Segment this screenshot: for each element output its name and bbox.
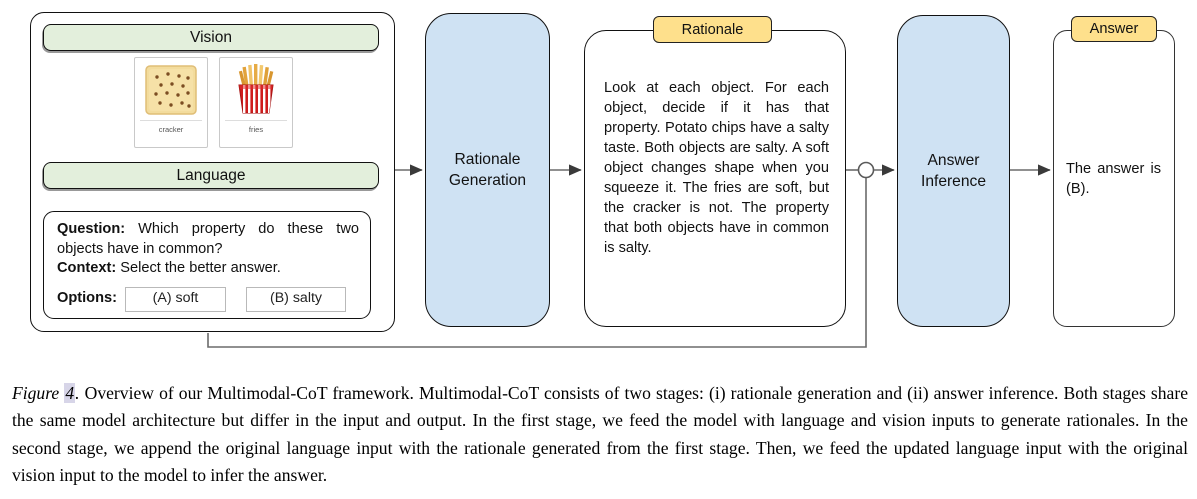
cracker-label: cracker — [158, 125, 184, 134]
vision-header-label: Vision — [190, 28, 232, 46]
rationale-text: Look at each object. For each object, de… — [604, 80, 829, 256]
question-box: Question: Which property do these two ob… — [43, 211, 371, 319]
context-line: Context: Select the better answer. — [57, 259, 359, 279]
caption-body: Overview of our Multimodal-CoT framework… — [12, 383, 1189, 486]
card-separator — [225, 120, 287, 121]
rationale-tab: Rationale — [653, 16, 772, 43]
input-panel: Vision cracker — [30, 12, 395, 332]
cracker-card: cracker — [134, 57, 208, 148]
question-prefix: Question: — [57, 221, 126, 237]
figure-caption: Figure 4. Overview of our Multimodal-CoT… — [12, 380, 1188, 490]
connector-overlay — [207, 161, 1051, 348]
rationale-generation-box: Rationale Generation — [425, 13, 550, 327]
loop-language-to-junction — [207, 178, 867, 348]
answer-tab-label: Answer — [1089, 21, 1139, 37]
fries-label: fries — [248, 125, 264, 134]
vision-header: Vision — [43, 24, 379, 51]
language-header: Language — [43, 162, 379, 189]
answer-text: The answer is (B). — [1066, 161, 1161, 197]
context-prefix: Context: — [57, 260, 117, 276]
answer-output-box: The answer is (B). — [1053, 30, 1175, 327]
fries-image — [238, 64, 274, 114]
answer-inference-label: Answer Inference — [920, 152, 987, 190]
options-row: Options: (A) soft (B) salty — [57, 286, 359, 312]
fries-card: fries — [219, 57, 293, 148]
option-b: (B) salty — [246, 286, 346, 312]
card-separator — [140, 120, 202, 121]
answer-tab: Answer — [1071, 16, 1157, 42]
answer-inference-box: Answer Inference — [897, 15, 1010, 327]
rationale-tab-label: Rationale — [681, 21, 744, 38]
question-text: Which property do these two objects have… — [57, 221, 359, 257]
rationale-output-box: Look at each object. For each object, de… — [584, 30, 846, 327]
junction-circle — [857, 161, 875, 179]
figure-number-link[interactable]: 4 — [64, 383, 76, 403]
question-line: Question: Which property do these two ob… — [57, 220, 359, 259]
rationale-generation-label: Rationale Generation — [448, 151, 527, 189]
options-prefix: Options: — [57, 290, 117, 307]
cracker-image — [145, 65, 197, 115]
option-a: (A) soft — [125, 286, 226, 312]
context-text: Select the better answer. — [116, 260, 281, 276]
figure-label: Figure 4. — [12, 383, 80, 403]
language-header-label: Language — [176, 166, 246, 184]
